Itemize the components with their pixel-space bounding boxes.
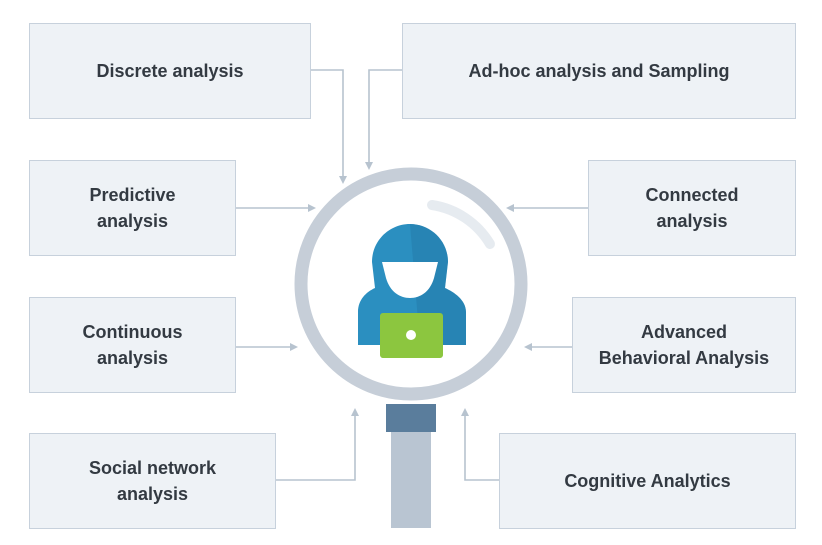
arrow-social (276, 408, 359, 481)
lens-ring (294, 167, 528, 401)
box-connected-analysis: Connected analysis (588, 160, 796, 256)
box-advanced-behavioral-analysis: Advanced Behavioral Analysis (572, 297, 796, 393)
box-adhoc-analysis: Ad-hoc analysis and Sampling (402, 23, 796, 119)
box-label-line-1: Connected (645, 185, 739, 205)
box-label-line-1: Predictive (89, 185, 176, 205)
handle (391, 418, 431, 528)
arrow-discrete (311, 69, 347, 184)
box-label-line-1: Advanced (640, 322, 727, 342)
box-label-line-1: Continuous (82, 322, 183, 342)
laptop-logo (406, 330, 416, 340)
box-continuous-analysis: Continuous analysis (29, 297, 236, 393)
box-predictive-analysis: Predictive analysis (29, 160, 236, 256)
arrow-adhoc (365, 69, 402, 170)
face (382, 262, 438, 298)
handle-collar (386, 404, 436, 432)
box-label: Discrete analysis (96, 61, 244, 81)
box-label: Ad-hoc analysis and Sampling (468, 61, 730, 81)
box-label-line-1: Social network (88, 458, 217, 478)
arrow-cognitive (461, 408, 499, 481)
lens-glare (427, 200, 495, 249)
box-label: Cognitive Analytics (564, 471, 731, 491)
hooded-hacker-icon (358, 224, 466, 358)
connector-arrows (236, 69, 588, 481)
box-label-line-2: analysis (96, 348, 169, 368)
box-label-line-2: analysis (96, 211, 169, 231)
box-label-line-2: analysis (656, 211, 728, 231)
box-label-line-2: Behavioral Analysis (598, 348, 770, 368)
box-social-network-analysis: Social network analysis (29, 433, 276, 529)
box-label-line-2: analysis (116, 484, 189, 504)
box-cognitive-analytics: Cognitive Analytics (499, 433, 796, 529)
box-discrete-analysis: Discrete analysis (29, 23, 311, 119)
